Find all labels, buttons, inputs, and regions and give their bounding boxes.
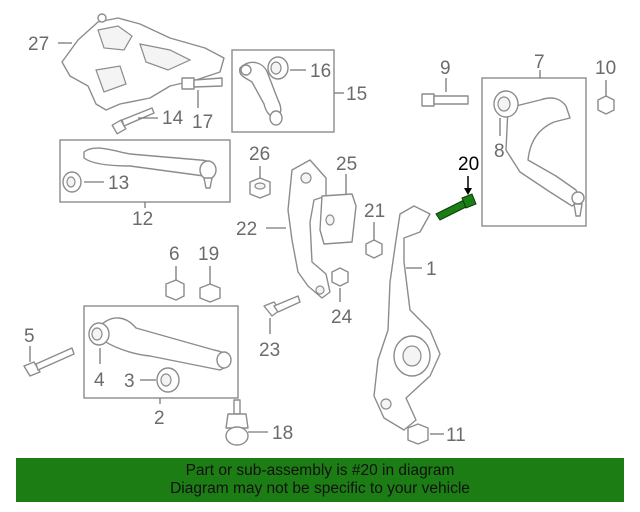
part-1-knuckle[interactable] [373,205,441,431]
part-7-box [481,77,587,227]
part-23-bolt[interactable] [263,295,301,317]
part-17-bolt[interactable] [181,77,223,90]
callout-12: 12 [132,209,153,230]
callout-13: 13 [108,173,129,194]
callout-22: 22 [236,219,257,240]
callout-21: 21 [364,201,385,222]
part-2-box [83,305,239,399]
part-5-bolt[interactable] [23,347,75,377]
part-3-bushing[interactable] [156,367,180,393]
callout-7: 7 [534,52,545,73]
info-banner: Part or sub-assembly is #20 in diagram D… [16,458,624,502]
banner-line-1: Part or sub-assembly is #20 in diagram [185,462,455,479]
part-14-bolt[interactable] [111,107,155,135]
part-18-ball-joint[interactable] [225,399,249,446]
part-16-bushing[interactable] [267,56,289,80]
part-20-bolt[interactable] [435,193,477,221]
part-2-arm[interactable] [99,317,232,371]
part-7-arm[interactable] [505,97,585,217]
callout-19: 19 [198,244,219,265]
part-24-nut[interactable] [331,267,349,287]
part-15-arm[interactable] [238,61,283,126]
callout-3: 3 [124,371,135,392]
callout-17: 17 [192,112,213,133]
part-25-shield[interactable] [319,193,357,245]
callout-9: 9 [440,58,451,79]
callout-1: 1 [426,259,437,280]
part-6-nut[interactable] [165,279,185,301]
part-9-bolt[interactable] [421,93,469,107]
callout-6: 6 [169,244,180,265]
callout-16: 16 [310,61,331,82]
part-11-nut[interactable] [407,423,429,445]
callout-26: 26 [249,144,270,165]
part-15-box [231,49,335,133]
callout-2: 2 [154,408,165,429]
part-12-arm[interactable] [83,147,217,189]
callout-20: 20 [458,154,479,175]
banner-line-2: Diagram may not be specific to your vehi… [170,480,470,497]
callout-24: 24 [331,307,353,328]
part-10-nut[interactable] [597,95,615,115]
callout-10: 10 [595,58,616,79]
part-22-bracket[interactable] [287,159,331,299]
callout-18: 18 [272,423,293,444]
callout-27: 27 [28,34,49,55]
callout-15: 15 [346,84,367,105]
callout-25: 25 [336,154,357,175]
part-26-nut[interactable] [249,177,271,199]
part-8-bushing[interactable] [493,90,519,118]
part-13-bushing[interactable] [62,171,82,193]
callout-23: 23 [259,340,280,361]
callout-5: 5 [24,326,35,347]
callout-14: 14 [162,108,184,129]
part-4-bushing[interactable] [88,322,110,346]
part-21-nut[interactable] [365,239,383,259]
callout-4: 4 [94,370,105,391]
part-19-nut[interactable] [199,283,221,303]
callout-11: 11 [446,425,466,446]
part-27-subframe[interactable] [61,13,225,111]
callout-8: 8 [494,141,505,162]
